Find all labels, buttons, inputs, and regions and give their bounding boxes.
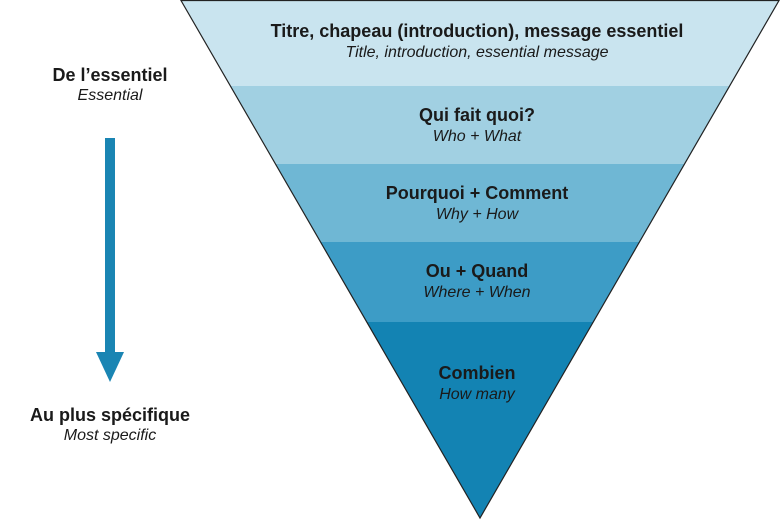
band-why-how-text: Pourquoi + Comment Why + How	[277, 182, 677, 225]
band-how-many-en: How many	[439, 386, 515, 403]
band-why-how-en: Why + How	[435, 206, 519, 223]
funnel-outline	[180, 0, 780, 520]
down-arrow-icon	[96, 138, 124, 382]
band-where-when-text: Ou + Quand Where + When	[277, 260, 677, 303]
band-who-what-text: Qui fait quoi? Who + What	[277, 104, 677, 147]
essential-label: De l’essentiel Essential	[0, 64, 220, 106]
band-title-text: Titre, chapeau (introduction), message e…	[197, 20, 757, 63]
funnel-band-who-what	[181, 86, 780, 164]
band-how-many-fr: Combien	[438, 363, 516, 383]
band-how-many-text: Combien How many	[277, 362, 677, 405]
most-specific-label-fr: Au plus spécifique	[29, 405, 191, 425]
band-where-when-fr: Ou + Quand	[425, 261, 529, 281]
most-specific-label-en: Most specific	[63, 427, 157, 444]
band-title-fr: Titre, chapeau (introduction), message e…	[270, 21, 684, 41]
band-who-what-en: Who + What	[432, 128, 522, 145]
essential-label-fr: De l’essentiel	[52, 65, 168, 85]
essential-label-en: Essential	[77, 87, 143, 104]
band-why-how-fr: Pourquoi + Comment	[385, 183, 569, 203]
band-title-en: Title, introduction, essential message	[345, 44, 609, 61]
most-specific-label: Au plus spécifique Most specific	[0, 404, 220, 446]
band-where-when-en: Where + When	[423, 284, 531, 301]
band-who-what-fr: Qui fait quoi?	[419, 105, 535, 125]
funnel-band-title	[181, 0, 780, 86]
